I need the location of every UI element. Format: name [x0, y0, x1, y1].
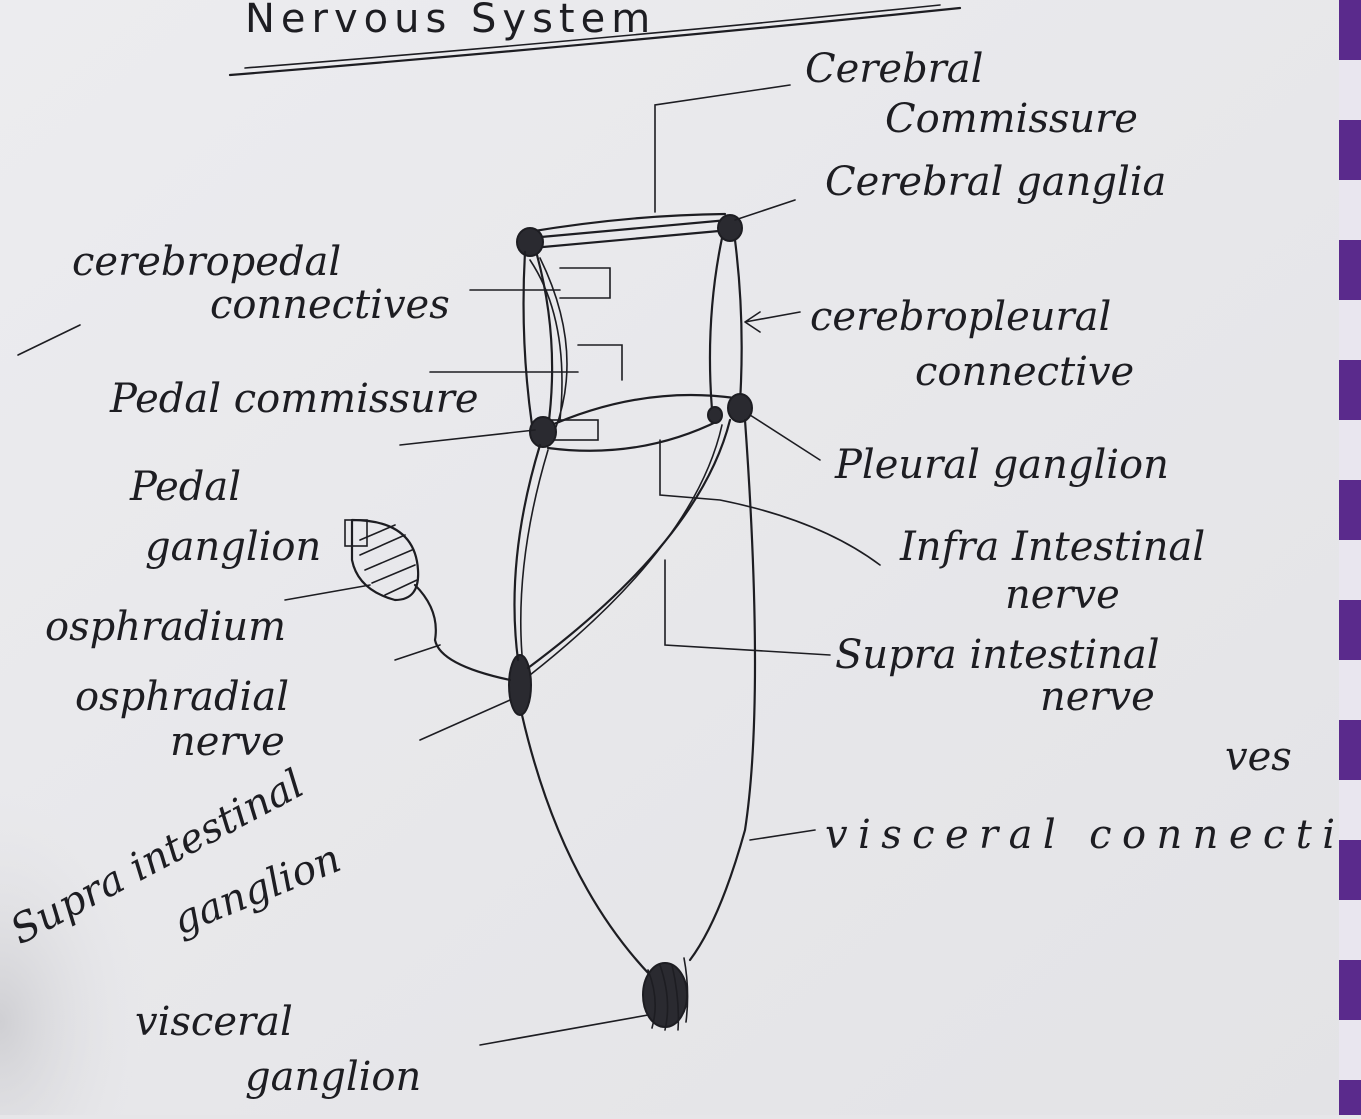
- label-pedal-ganglion-2: ganglion: [145, 524, 321, 570]
- pleural-ganglion: [728, 394, 752, 422]
- notebook-edge: [1339, 0, 1361, 1115]
- label-osphradial-nerve-2: nerve: [170, 719, 285, 765]
- label-pleural-ganglion: Pleural ganglion: [834, 442, 1169, 488]
- label-osphradial-nerve-1: osphradial: [75, 674, 289, 720]
- label-visceral-ganglion-2: ganglion: [245, 1054, 421, 1100]
- label-supra-intestinal-nerve-1: Supra intestinal: [835, 632, 1160, 678]
- label-cerebral-commissure-2: Commissure: [885, 96, 1138, 142]
- label-supra-intestinal-nerve-2: nerve: [1040, 674, 1155, 720]
- label-infra-intestinal-2: nerve: [1005, 572, 1120, 618]
- label-visceral-connectives-2: ves: [1225, 734, 1292, 780]
- label-cerebropedal-2: connectives: [210, 282, 450, 328]
- label-cerebropedal-1: cerebropedal: [72, 239, 341, 285]
- label-pedal-commissure: Pedal commissure: [109, 376, 479, 422]
- label-osphradium: osphradium: [45, 604, 286, 650]
- label-cerebropleural-2: connective: [915, 349, 1134, 395]
- label-pedal-ganglion-1: Pedal: [129, 464, 241, 510]
- supra-intestinal-ganglion: [509, 655, 531, 715]
- page-title: Nervous System: [245, 0, 656, 42]
- label-visceral-ganglion-1: visceral: [135, 999, 293, 1045]
- label-cerebral-ganglia: Cerebral ganglia: [825, 159, 1166, 205]
- pedal-ganglion: [530, 417, 556, 447]
- label-cerebropleural-1: cerebropleural: [810, 294, 1111, 340]
- cerebral-ganglion-left: [517, 228, 543, 256]
- pleural-ganglion-small: [708, 407, 722, 423]
- label-infra-intestinal-1: Infra Intestinal: [899, 524, 1205, 570]
- label-cerebral-commissure-1: Cerebral: [805, 46, 983, 92]
